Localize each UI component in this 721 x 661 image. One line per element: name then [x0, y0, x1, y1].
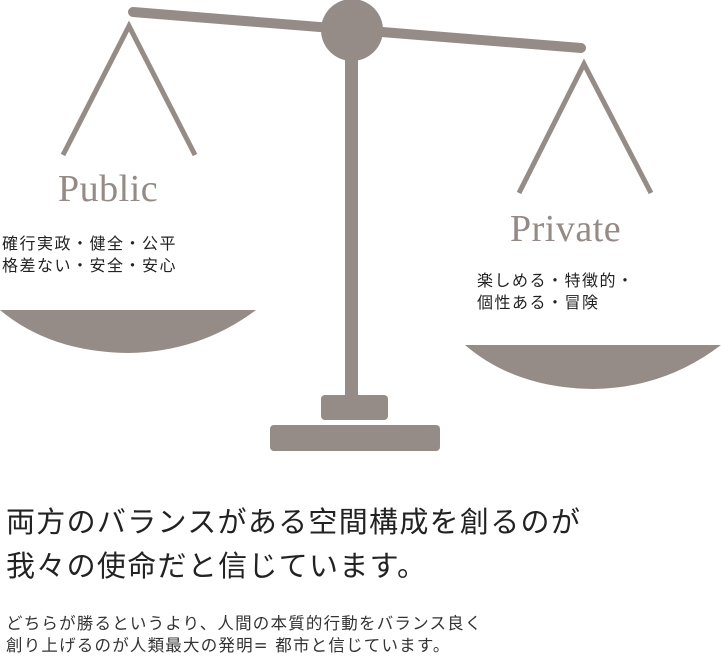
body-line: どちらが勝るというより、人間の本質的行動をバランス良く: [6, 614, 483, 633]
public-label: Public: [58, 168, 159, 210]
scale-post: [345, 55, 358, 400]
public-description-line: 確行実政・健全・公平: [2, 234, 178, 253]
body-text: どちらが勝るというより、人間の本質的行動をバランス良く 創り上げるのが人類最大の…: [6, 613, 483, 657]
public-description-line: 格差ない・安全・安心: [2, 256, 178, 275]
private-description-line: 個性ある・冒険: [477, 293, 600, 312]
left-hanger: [60, 20, 198, 157]
public-description: 確行実政・健全・公平 格差ない・安全・安心: [2, 233, 177, 277]
private-description-line: 楽しめる・特徴的・: [477, 271, 635, 290]
right-hanger: [516, 58, 654, 195]
headline: 両方のバランスがある空間構成を創るのが 我々の使命だと信じています。: [6, 500, 581, 588]
private-label: Private: [510, 208, 622, 250]
balance-scale-icon: [0, 0, 721, 451]
scale-base-upper: [321, 395, 388, 420]
body-line: 創り上げるのが人類最大の発明= 都市と信じています。: [6, 636, 451, 655]
scale-hub: [321, 0, 383, 61]
left-pan: [0, 310, 256, 353]
headline-line: 我々の使命だと信じています。: [6, 549, 428, 583]
private-description: 楽しめる・特徴的・ 個性ある・冒険: [477, 270, 635, 314]
scale-base-lower: [270, 425, 440, 451]
right-pan: [465, 345, 721, 389]
headline-line: 両方のバランスがある空間構成を創るのが: [6, 505, 582, 539]
